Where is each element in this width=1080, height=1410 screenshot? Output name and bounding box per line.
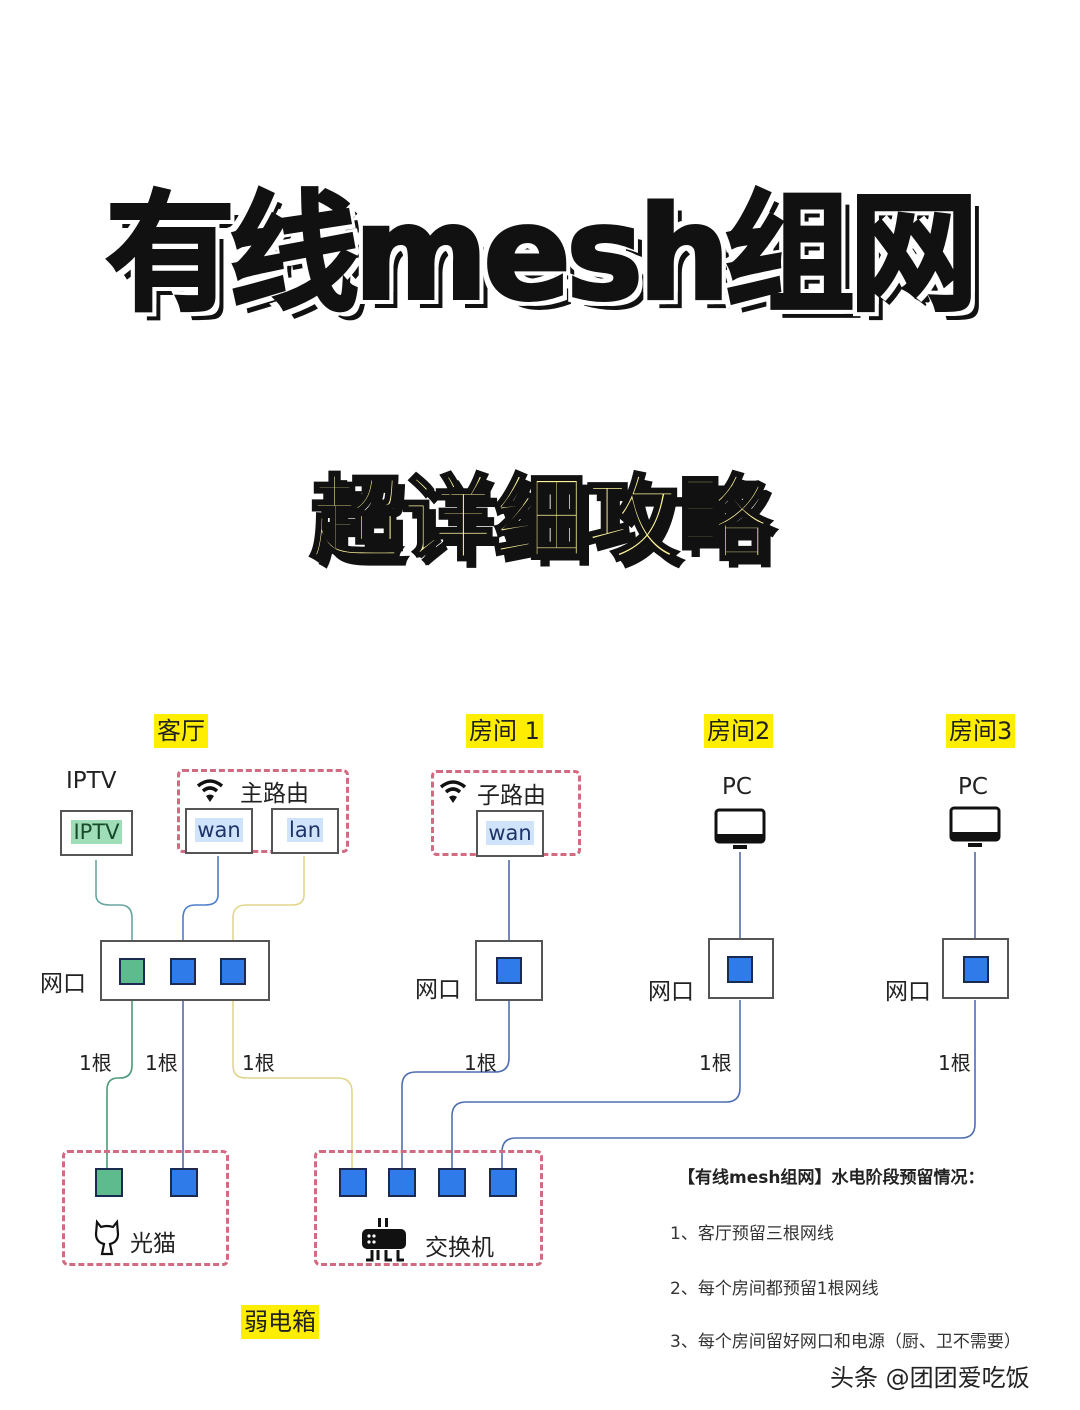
cable-count: 1根 — [464, 1051, 497, 1075]
room-3: 房间3 — [946, 714, 1016, 748]
port-blue — [388, 1168, 416, 1197]
port-blue — [963, 956, 989, 983]
wifi-icon — [195, 776, 225, 810]
main-router-group — [177, 769, 349, 853]
port-blue — [220, 958, 246, 985]
subtitle: 超详细攻略 — [308, 465, 771, 575]
cable-count: 1根 — [145, 1051, 178, 1075]
cable-main-lan — [232, 856, 305, 960]
pc-label-room2: PC — [722, 774, 752, 800]
room-1: 房间 1 — [466, 714, 543, 748]
pc-label-room3: PC — [958, 774, 988, 800]
port-blue — [438, 1168, 466, 1197]
main-title: 有线mesh组网 — [104, 178, 980, 331]
switch-label: 交换机 — [425, 1235, 494, 1261]
main-router-lan: lan — [271, 808, 339, 854]
port-green — [95, 1168, 123, 1197]
wall-port-label: 网口 — [885, 979, 931, 1005]
sub-router-label: 子路由 — [477, 783, 546, 809]
cable-count: 1根 — [938, 1051, 971, 1075]
cat-icon — [92, 1218, 122, 1262]
switch-icon — [360, 1216, 408, 1266]
switch-group — [314, 1150, 543, 1266]
cable-main-wan — [182, 856, 219, 960]
wall-port-label: 网口 — [648, 979, 694, 1005]
note-item: 3、每个房间留好网口和电源（厨、卫不需要） — [670, 1332, 1021, 1352]
cable-count: 1根 — [699, 1051, 732, 1075]
modem-label: 光猫 — [130, 1231, 176, 1257]
port-blue — [170, 958, 196, 985]
cable-iptv — [95, 860, 133, 960]
cable-count: 1根 — [79, 1051, 112, 1075]
note-item: 1、客厅预留三根网线 — [670, 1224, 834, 1244]
monitor-icon — [949, 806, 1001, 854]
room-2: 房间2 — [704, 714, 774, 748]
watermark: 头条 @团团爱吃饭 — [830, 1364, 1030, 1392]
port-green — [119, 958, 145, 985]
cable-switch-3 — [451, 1000, 741, 1168]
port-blue — [489, 1168, 517, 1197]
cable-switch-4 — [501, 1000, 976, 1168]
main-router-label: 主路由 — [240, 781, 309, 807]
cable-switch-1 — [232, 985, 353, 1168]
port-blue — [170, 1168, 198, 1197]
iptv-box: IPTV — [60, 810, 133, 856]
cable-switch-2 — [401, 1000, 510, 1168]
room-living: 客厅 — [154, 714, 208, 748]
wifi-icon — [438, 777, 468, 809]
modem-group — [62, 1150, 229, 1266]
wan-label: wan — [195, 818, 243, 842]
iptv-label: IPTV — [66, 768, 117, 794]
wall-port-label: 网口 — [415, 977, 461, 1003]
port-blue — [727, 956, 753, 983]
weak-current-box-label: 弱电箱 — [241, 1305, 319, 1339]
cable-modem-green — [106, 985, 133, 1168]
note-item: 2、每个房间都预留1根网线 — [670, 1279, 879, 1299]
wall-port-label: 网口 — [40, 971, 86, 997]
main-router-wan: wan — [185, 808, 253, 854]
sub-router-wan: wan — [476, 810, 544, 857]
cable-count: 1根 — [242, 1051, 275, 1075]
iptv-port-label: IPTV — [71, 820, 122, 844]
lan-label: lan — [286, 818, 323, 842]
port-blue — [339, 1168, 367, 1197]
notes-heading: 【有线mesh组网】水电阶段预留情况： — [678, 1168, 985, 1188]
wan-label: wan — [486, 821, 534, 845]
monitor-icon — [714, 808, 766, 856]
port-blue — [496, 957, 522, 984]
